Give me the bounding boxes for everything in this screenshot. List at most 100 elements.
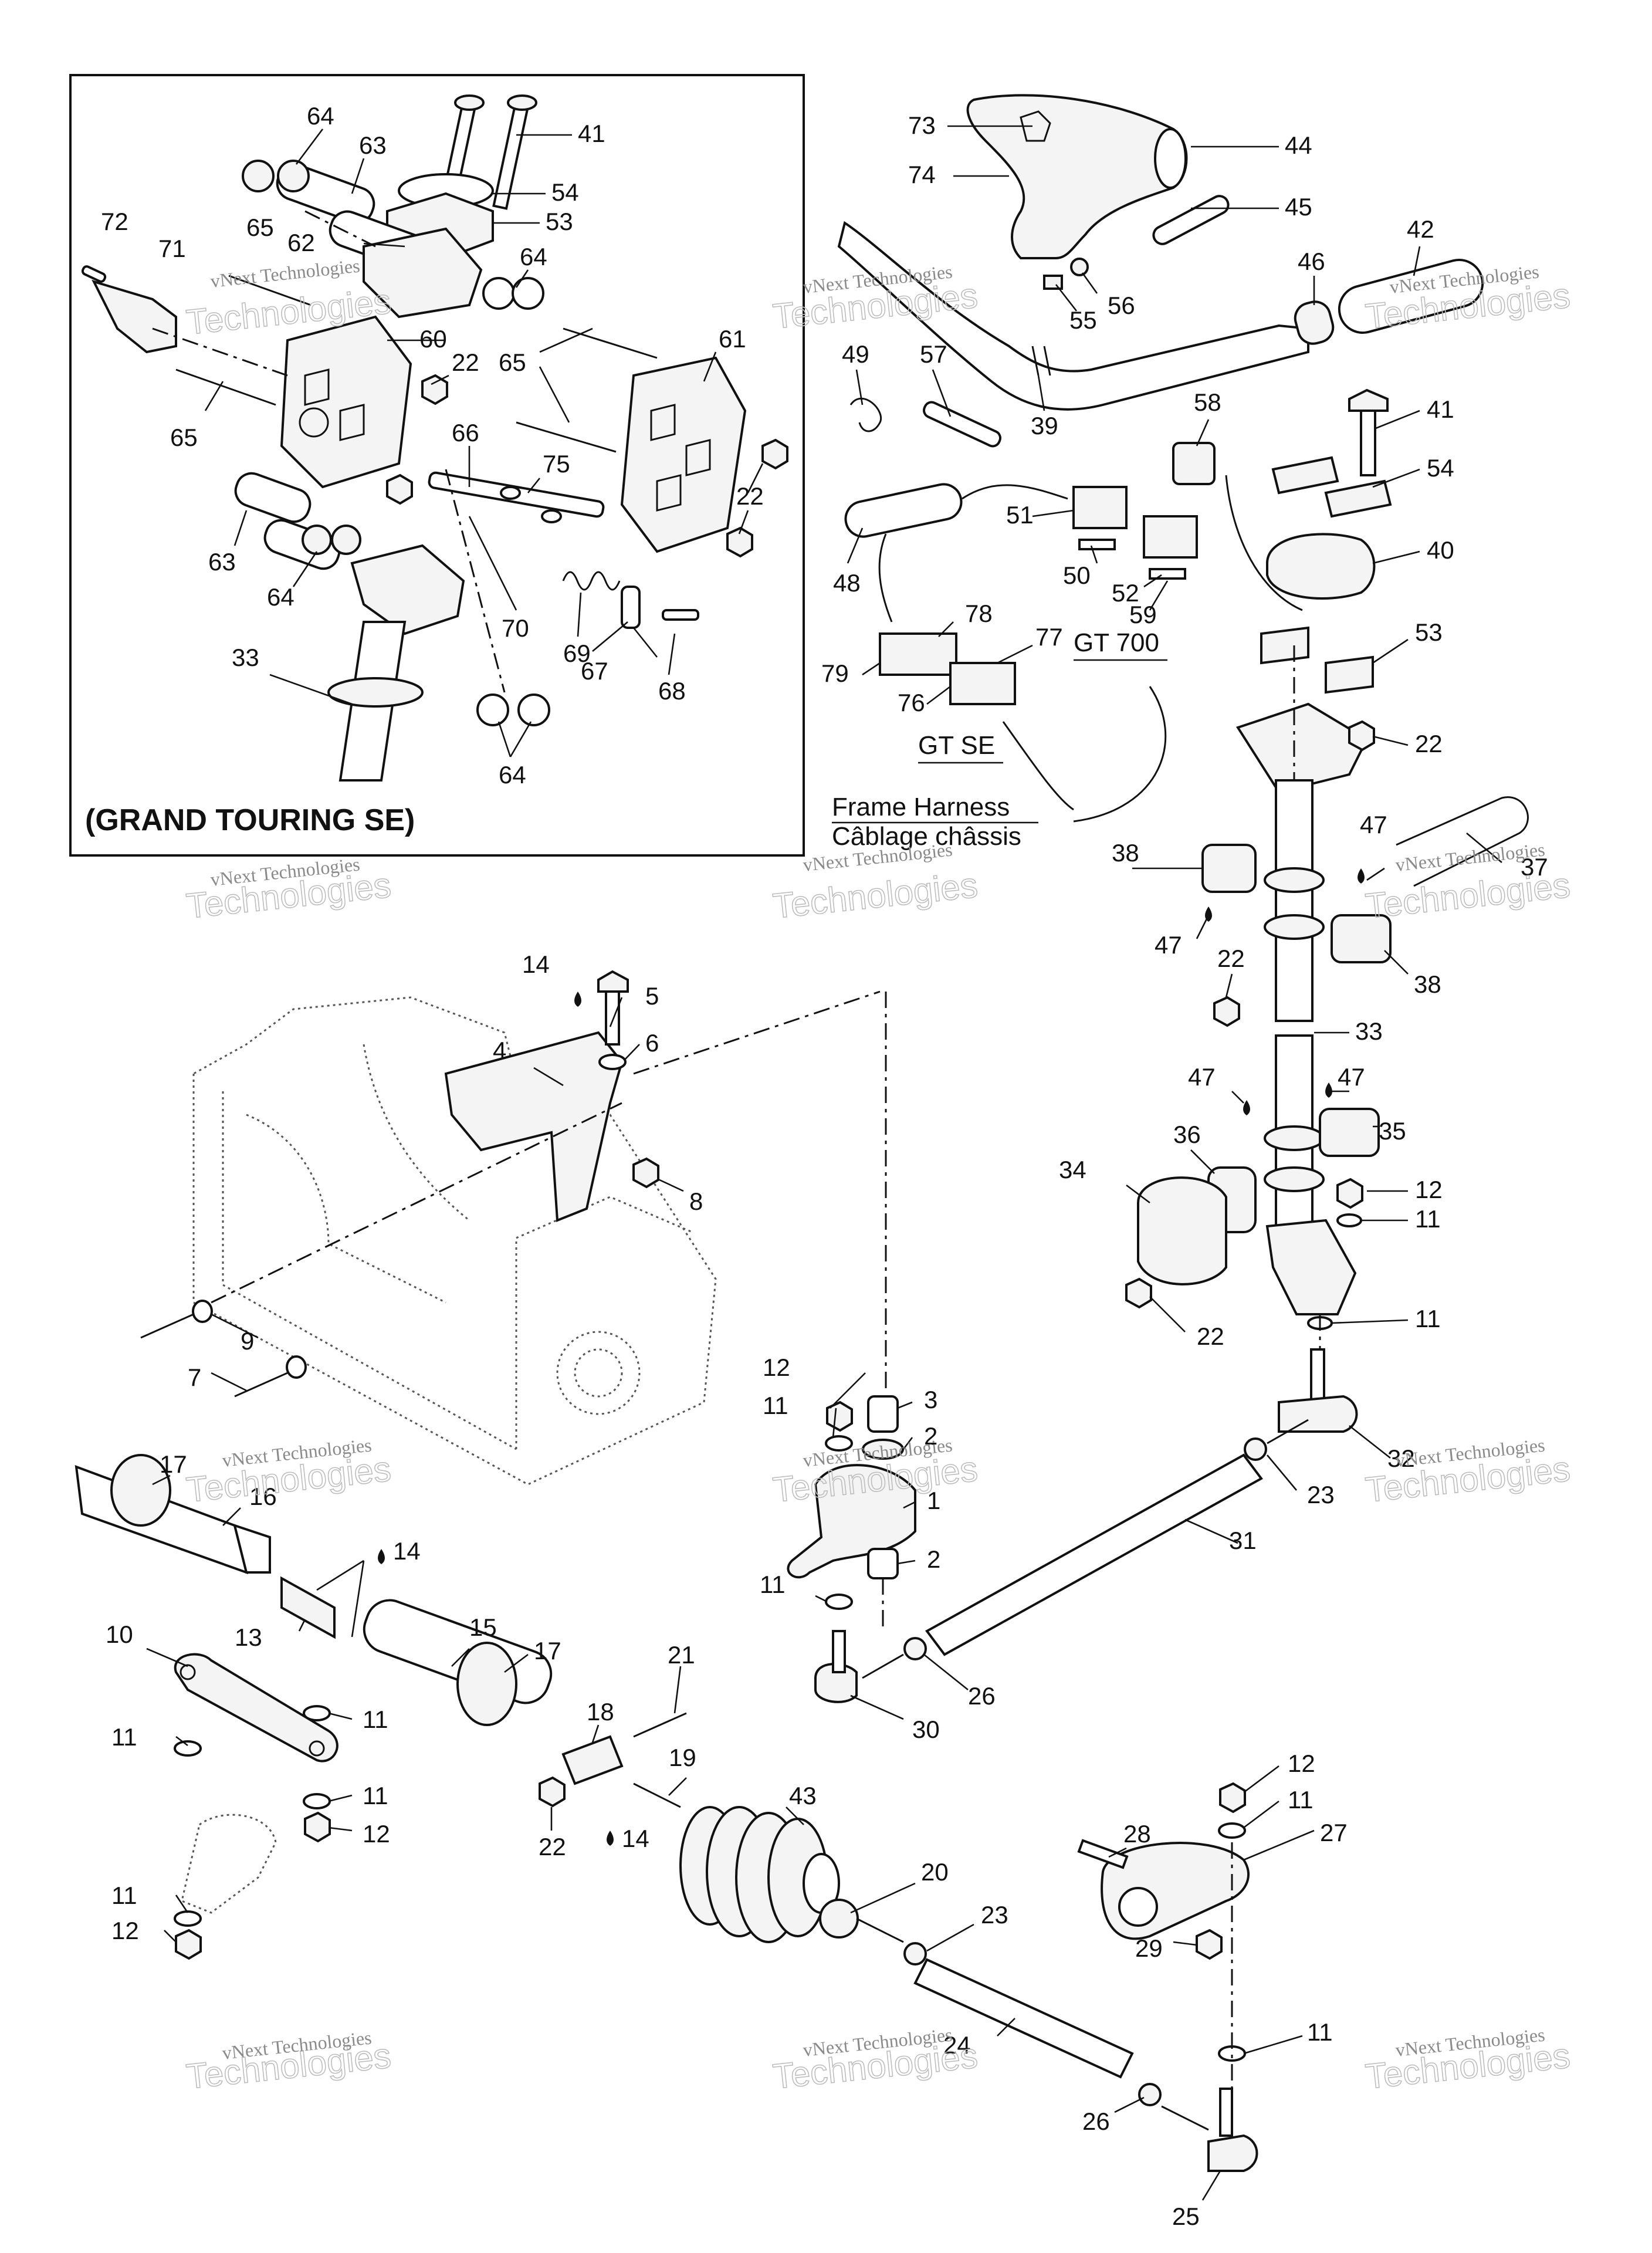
svg-text:Technologies: Technologies	[1363, 865, 1572, 926]
part-clamp-40	[1266, 533, 1376, 600]
droplet-icon	[607, 1831, 614, 1846]
callout: 41	[578, 120, 605, 147]
inset-title: (GRAND TOURING SE)	[85, 803, 415, 837]
part-decal-73	[1020, 110, 1051, 142]
part-nut-22b	[1213, 996, 1240, 1027]
callout: 29	[1135, 1934, 1163, 1962]
callout: 35	[1379, 1117, 1406, 1145]
callout: 12	[111, 1917, 139, 1944]
part-tie-rod-end-30	[814, 1663, 858, 1703]
clip-cable	[1225, 475, 1303, 611]
part-nut-23a	[1244, 1437, 1267, 1461]
callout: 34	[1059, 1156, 1086, 1183]
callout: 14	[522, 950, 550, 978]
callout: 25	[1172, 2203, 1200, 2230]
callout: 30	[912, 1716, 940, 1743]
part-bolt-5-head	[597, 970, 629, 993]
inset-frame	[69, 74, 805, 857]
part-pin-57	[923, 401, 1001, 448]
callout: 14	[622, 1825, 649, 1852]
callout: 32	[1387, 1445, 1415, 1472]
callout: 39	[1031, 412, 1058, 439]
callout: 71	[158, 235, 186, 262]
callout: 2	[927, 1545, 940, 1573]
callout-labels: 64 63 41 54 53 72 71 65 62 64 60 22 65 6…	[101, 102, 1548, 2230]
callout: 65	[499, 349, 526, 376]
watermark: Technologies vNext Technologies	[184, 1434, 394, 1510]
part-bushings-63-upper	[242, 160, 428, 271]
part-bolt-5	[605, 985, 620, 1046]
callout: 11	[1415, 1205, 1441, 1233]
part-bolt-7b	[234, 1372, 288, 1398]
part-nut-29	[1196, 1929, 1223, 1960]
part-washer-11a	[1336, 1213, 1362, 1227]
callout: 23	[981, 1901, 1008, 1929]
callout: 11	[111, 1723, 137, 1751]
watermark: Technologies vNext Technologies	[1363, 838, 1573, 926]
callout: 49	[842, 340, 869, 368]
part-washer-11h	[174, 1910, 202, 1927]
part-bushings-64	[476, 694, 550, 726]
watermark: Technologies vNext Technologies	[771, 2024, 980, 2096]
callout: 3	[924, 1386, 937, 1413]
callout: 36	[1173, 1121, 1201, 1148]
part-cable-tie-49	[849, 397, 882, 432]
part-clamp-53a	[1260, 626, 1309, 665]
callout: 64	[307, 102, 334, 130]
callout: 64	[520, 243, 547, 270]
part-u-bolt-37	[1396, 796, 1529, 887]
mounting-bracket-4	[140, 970, 887, 1398]
callout: 37	[1521, 853, 1548, 881]
callout: 50	[1063, 561, 1091, 589]
part-plate-54a	[1271, 456, 1339, 495]
part-heater-45	[1152, 195, 1230, 245]
svg-text:Technologies: Technologies	[771, 865, 979, 926]
callout: 77	[1035, 623, 1063, 651]
part-washer-11f	[303, 1705, 331, 1721]
part-nut-12a	[1336, 1178, 1363, 1209]
callout: 17	[534, 1637, 561, 1665]
part-nut-23b	[903, 1942, 927, 1966]
callout: 22	[736, 482, 764, 510]
callout: 31	[1229, 1527, 1257, 1554]
part-boot-43	[679, 1806, 840, 1943]
callout: 14	[393, 1537, 421, 1565]
part-nuts-22-inset	[386, 374, 788, 558]
callout: 63	[359, 131, 387, 159]
callout: 64	[267, 583, 294, 611]
watermark: Technologies vNext Technologies	[184, 853, 394, 926]
bellcrank-and-tie-rods	[679, 1395, 1309, 2172]
callout: 24	[943, 2031, 971, 2059]
callout: 12	[1415, 1176, 1443, 1203]
part-stud-32	[1310, 1348, 1325, 1403]
part-washer-9a	[192, 1300, 213, 1323]
droplet-icon	[574, 992, 581, 1007]
callout: 66	[452, 419, 479, 446]
label-gt-700: GT 700	[1074, 628, 1159, 657]
droplet-icon	[1243, 1100, 1250, 1115]
callout: 23	[1307, 1481, 1335, 1508]
callout: 57	[920, 340, 947, 368]
part-bushing-3	[867, 1395, 899, 1433]
callout: 75	[543, 450, 570, 478]
callout: 54	[1427, 454, 1454, 482]
callout: 4	[493, 1037, 506, 1064]
callout: 42	[1407, 215, 1434, 243]
callout: 27	[1320, 1819, 1348, 1846]
callout: 47	[1360, 811, 1387, 838]
part-bushing-38b	[1331, 914, 1392, 963]
callout: 38	[1414, 970, 1441, 998]
callout: 16	[249, 1483, 277, 1510]
callout: 46	[1298, 248, 1325, 275]
droplet-icon	[378, 1549, 385, 1564]
callout: 53	[546, 208, 573, 235]
callout: 51	[1006, 501, 1034, 529]
callout: 54	[551, 178, 579, 206]
callout: 43	[789, 1782, 817, 1809]
part-washer-9b	[286, 1355, 307, 1379]
part-steering-knuckle-dotted	[181, 1814, 277, 1914]
part-bushing-35	[1319, 1108, 1380, 1157]
callout: 67	[581, 657, 608, 685]
part-bushings-63-lower	[234, 472, 361, 570]
